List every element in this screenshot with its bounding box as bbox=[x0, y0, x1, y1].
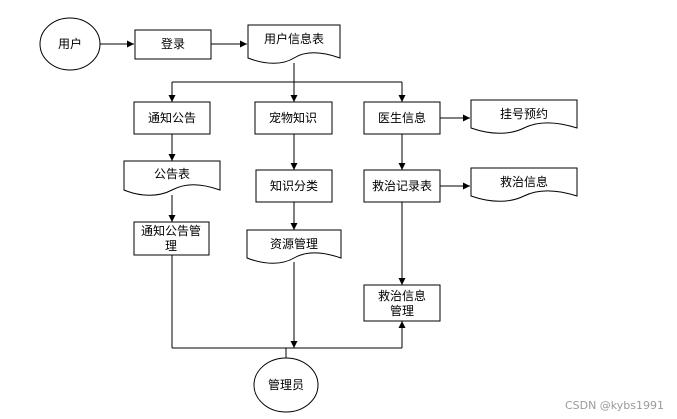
node-notice-management-label-1: 通知公告管 bbox=[141, 223, 201, 238]
node-notice-table: 公告表 bbox=[123, 160, 221, 196]
node-knowledge-category-label: 知识分类 bbox=[270, 179, 318, 193]
node-notice-label: 通知公告 bbox=[148, 111, 196, 125]
node-rescue-info-label: 救治信息 bbox=[500, 174, 548, 189]
node-rescue-management-label-1: 救治信息 bbox=[378, 288, 426, 303]
connectors bbox=[99, 40, 470, 358]
node-rescue-management: 救治信息 管理 bbox=[363, 284, 441, 322]
node-appointment: 挂号预约 bbox=[470, 99, 578, 134]
node-doctor-info: 医生信息 bbox=[363, 101, 441, 135]
node-resource-management-label: 资源管理 bbox=[270, 236, 318, 251]
node-login: 登录 bbox=[134, 29, 212, 60]
node-pet-knowledge-label: 宠物知识 bbox=[269, 110, 317, 125]
node-user-label: 用户 bbox=[58, 36, 82, 51]
node-doctor-info-label: 医生信息 bbox=[378, 110, 426, 125]
node-user: 用户 bbox=[39, 17, 101, 71]
node-rescue-record-table-label: 救治记录表 bbox=[372, 178, 432, 193]
node-notice-management: 通知公告管 理 bbox=[133, 221, 210, 256]
node-resource-management: 资源管理 bbox=[246, 229, 342, 264]
node-rescue-record-table: 救治记录表 bbox=[363, 169, 441, 203]
node-admin-label: 管理员 bbox=[268, 377, 304, 392]
node-admin: 管理员 bbox=[253, 357, 319, 413]
node-rescue-info: 救治信息 bbox=[470, 167, 578, 202]
node-knowledge-category: 知识分类 bbox=[255, 169, 333, 203]
node-user-table-label: 用户信息表 bbox=[264, 31, 324, 46]
node-appointment-label: 挂号预约 bbox=[500, 106, 548, 121]
node-rescue-management-label-2: 管理 bbox=[390, 303, 414, 318]
node-login-label: 登录 bbox=[161, 36, 185, 51]
node-user-table: 用户信息表 bbox=[247, 24, 341, 64]
node-pet-knowledge: 宠物知识 bbox=[254, 101, 333, 135]
node-notice: 通知公告 bbox=[133, 101, 211, 135]
watermark: CSDN @kybs1991 bbox=[565, 399, 664, 412]
node-notice-table-label: 公告表 bbox=[154, 167, 190, 181]
node-notice-management-label-2: 理 bbox=[165, 239, 177, 253]
